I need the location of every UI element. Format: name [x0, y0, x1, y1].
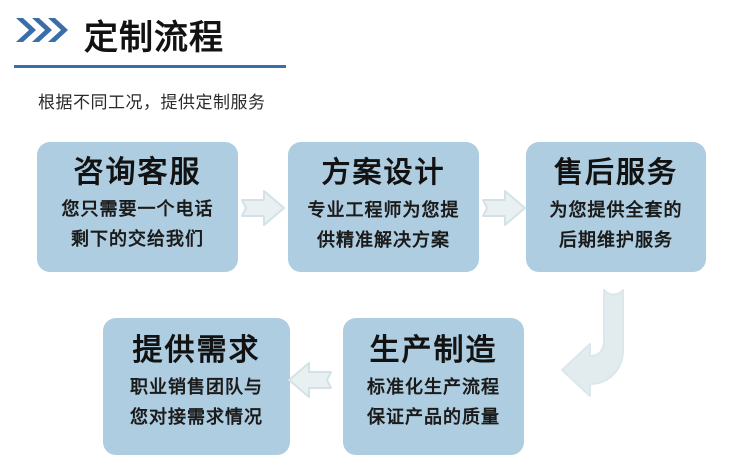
flow-step-line: 标准化生产流程 [367, 377, 500, 397]
flow-step-line: 您对接需求情况 [130, 407, 263, 427]
flow-step-description: 专业工程师为您提 供精准解决方案 [308, 197, 460, 253]
flow-step-title: 方案设计 [321, 157, 446, 189]
flow-step-line: 后期维护服务 [559, 230, 673, 250]
flow-step-description: 为您提供全套的 后期维护服务 [550, 197, 683, 253]
arrow-bent-down-left-icon [560, 288, 650, 408]
arrow-right-icon [481, 188, 527, 228]
flow-step-line: 您只需要一个电话 [61, 199, 214, 219]
flow-step-card-1[interactable]: 咨询客服 您只需要一个电话 剩下的交给我们 [37, 142, 238, 272]
title-row: 定制流程 [14, 18, 286, 64]
flow-step-card-4[interactable]: 提供需求 职业销售团队与 您对接需求情况 [103, 318, 290, 455]
flow-step-description: 标准化生产流程 保证产品的质量 [367, 374, 500, 430]
flow-step-card-5[interactable]: 生产制造 标准化生产流程 保证产品的质量 [343, 318, 524, 455]
flow-step-card-3[interactable]: 售后服务 为您提供全套的 后期维护服务 [526, 142, 706, 272]
flow-step-title: 生产制造 [369, 334, 498, 367]
flow-step-title: 咨询客服 [73, 156, 202, 189]
flow-step-line: 为您提供全套的 [549, 200, 683, 220]
flow-step-line: 职业销售团队与 [130, 377, 263, 397]
flow-step-description: 您只需要一个电话 剩下的交给我们 [62, 196, 214, 252]
page-title: 定制流程 [84, 19, 224, 57]
flow-step-line: 专业工程师为您提 [307, 200, 460, 220]
flow-step-description: 职业销售团队与 您对接需求情况 [130, 374, 263, 430]
flow-step-card-2[interactable]: 方案设计 专业工程师为您提 供精准解决方案 [288, 142, 479, 272]
flow-step-title: 售后服务 [553, 157, 678, 189]
arrow-right-icon [240, 188, 286, 228]
page-header: 定制流程 [14, 18, 286, 68]
arrow-left-icon [287, 360, 333, 400]
flow-step-line: 保证产品的质量 [367, 407, 500, 427]
flow-step-title: 提供需求 [132, 334, 261, 367]
flow-step-line: 剩下的交给我们 [71, 229, 204, 249]
title-underline [14, 65, 286, 68]
page-subtitle: 根据不同工况，提供定制服务 [38, 93, 266, 112]
triple-chevron-right-icon [14, 15, 70, 45]
flow-step-line: 供精准解决方案 [317, 230, 450, 250]
